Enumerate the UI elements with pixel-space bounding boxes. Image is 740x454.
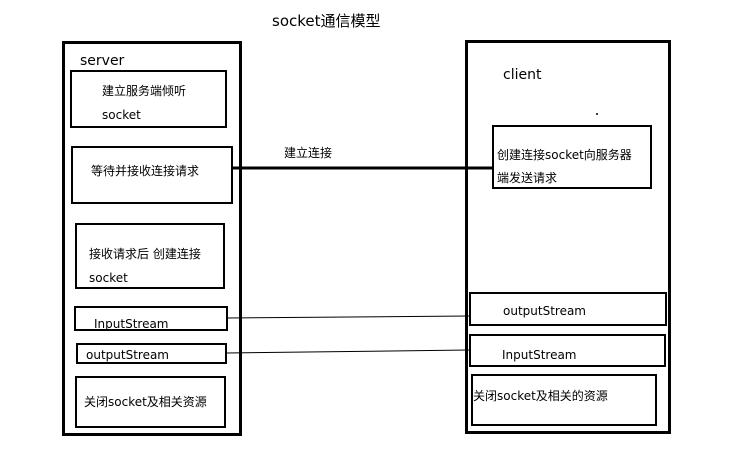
client-connect-box (492, 125, 652, 189)
server-accept-box (75, 223, 225, 289)
stream-line-2 (226, 349, 470, 354)
client-close-text: 关闭socket及相关的资源 (473, 389, 608, 403)
diagram-title: socket通信模型 (272, 12, 381, 30)
server-panel (62, 41, 242, 436)
client-outputstream-box (469, 292, 667, 326)
client-inputstream-text: InputStream (502, 348, 577, 362)
server-close-text: 关闭socket及相关资源 (84, 395, 207, 409)
server-accept-line2: socket (89, 271, 128, 285)
client-label: client (503, 67, 542, 83)
client-panel (465, 40, 671, 434)
dot-mark (596, 113, 598, 115)
server-inputstream-box (74, 306, 228, 331)
client-connect-line1: 创建连接socket向服务器 (497, 148, 632, 162)
server-label: server (80, 53, 125, 69)
client-close-box (471, 374, 657, 426)
client-outputstream-text: outputStream (503, 304, 586, 318)
server-accept-line1: 接收请求后 创建连接 (89, 247, 201, 261)
server-listen-line2: socket (102, 108, 141, 122)
client-connect-line2: 端发送请求 (497, 171, 558, 185)
stream-line-1 (227, 315, 470, 319)
server-listen-box (70, 70, 227, 128)
client-inputstream-box (469, 334, 666, 367)
connection-label: 建立连接 (284, 146, 333, 160)
server-close-box (75, 376, 226, 428)
server-listen-line1: 建立服务端倾听 (102, 84, 187, 98)
server-inputstream-text: InputStream (94, 317, 169, 331)
server-wait-text: 等待并接收连接请求 (91, 164, 200, 178)
server-outputstream-box (76, 343, 227, 364)
server-outputstream-text: outputStream (86, 348, 169, 362)
server-wait-box (71, 146, 233, 204)
